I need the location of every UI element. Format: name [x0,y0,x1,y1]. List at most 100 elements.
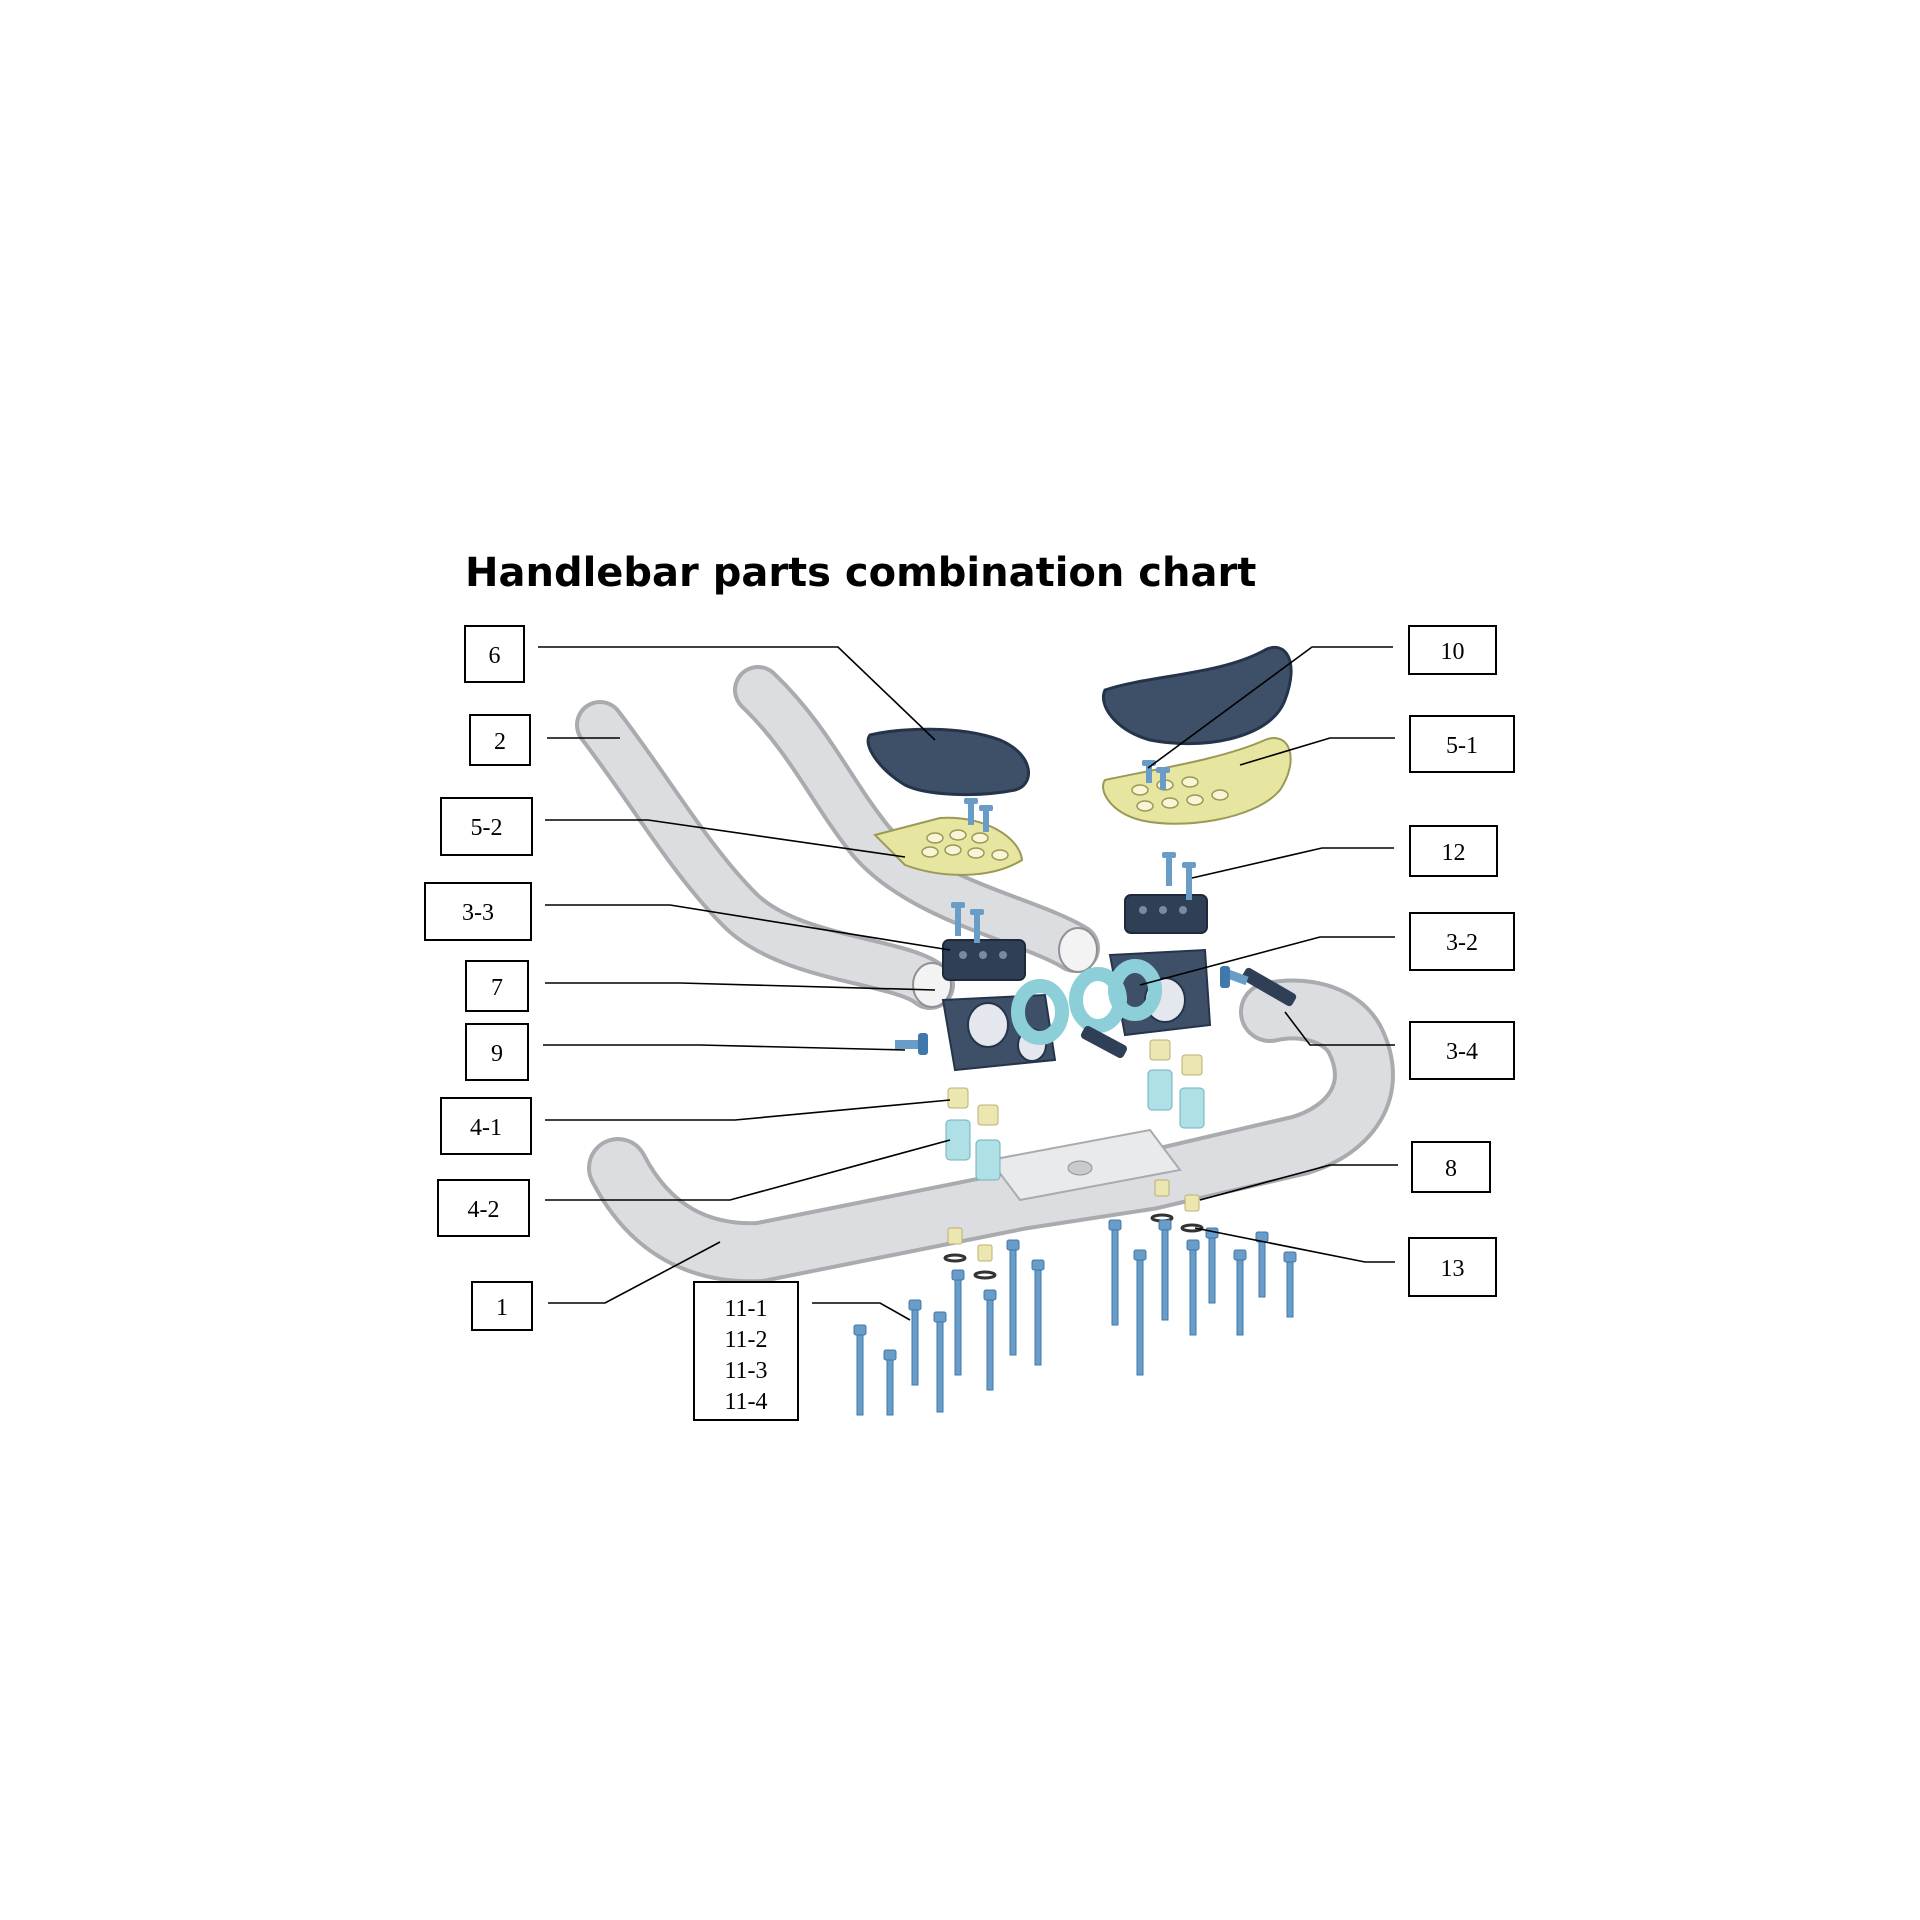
right-extension-end [1058,927,1098,973]
long-bolt-head [1133,1249,1147,1261]
callout-3-2: 3-2 [1409,912,1515,971]
leader-3-2 [1139,936,1395,986]
long-bolt-head [1031,1259,1045,1271]
leader-10 [1147,646,1393,769]
left-pad-plate [873,816,1024,876]
right-extension-bar-part [733,665,1100,973]
leader-13 [1194,1227,1395,1263]
callout-11: 11-1 11-2 11-3 11-4 [693,1281,799,1421]
long-bolt-shaft [1034,1269,1042,1366]
left-arm-pad [866,727,1030,797]
long-bolt-shaft [1286,1261,1294,1318]
leader-5-2 [545,819,906,858]
long-bolt-head [951,1269,965,1281]
callout-4-1: 4-1 [440,1097,532,1155]
right-extension-body [737,669,1096,969]
long-bolt-head [983,1289,997,1301]
long-bolt-head [1283,1251,1297,1263]
callout-label: 5-2 [471,815,503,841]
leader-7 [545,982,936,991]
pad-bolts [951,760,1196,943]
callout-3-4: 3-4 [1409,1021,1515,1080]
callout-label: 10 [1441,639,1465,665]
callout-9: 9 [465,1023,529,1081]
long-bolt-shaft [856,1334,864,1416]
leader-4-1 [545,1099,951,1121]
leader-3-4 [1284,1011,1395,1046]
leader-lines [538,646,1398,1321]
callout-5-1: 5-1 [1409,715,1515,773]
callout-label: 1 [496,1295,508,1321]
left-spacers [945,1087,1001,1181]
callout-label: 8 [1445,1156,1457,1182]
long-bolt-head [853,1324,867,1336]
long-bolt-head [1186,1239,1200,1251]
long-bolt-head [1158,1219,1172,1231]
right-clamp-top [1124,894,1208,934]
callout-5-2: 5-2 [440,797,533,856]
callout-label: 11-3 [724,1358,767,1384]
callout-label: 3-3 [462,900,494,926]
long-bolt-head [933,1311,947,1323]
long-bolt-shaft [911,1309,919,1386]
base-bar-center-hole [1067,1160,1093,1176]
left-extension-bar-part [575,700,955,1010]
side-bolt-left [895,1033,928,1055]
long-bolt-shaft [936,1321,944,1413]
long-bolt-head [1233,1249,1247,1261]
long-bolt-head [908,1299,922,1311]
leader-8 [1199,1164,1398,1201]
callout-label: 4-1 [470,1115,502,1141]
callout-10: 10 [1408,625,1497,675]
long-bolt-shaft [1258,1241,1266,1298]
callout-6: 6 [464,625,525,683]
leader-4-2 [545,1139,951,1201]
callout-2: 2 [469,714,531,766]
right-arm-pad [1102,646,1293,746]
leader-6 [538,646,936,741]
callout-label: 11-4 [724,1389,767,1415]
callout-label: 11-2 [724,1327,767,1353]
callout-label: 12 [1442,840,1466,866]
long-bolt-shaft [954,1279,962,1376]
left-extension-end [912,962,952,1008]
callout-8: 8 [1411,1141,1491,1193]
right-spacers [1147,1039,1205,1129]
callout-label: 2 [494,729,506,755]
long-bolt-shaft [1236,1259,1244,1336]
callout-3-3: 3-3 [424,882,532,941]
long-bolt-shaft [886,1359,894,1416]
callout-label: 5-1 [1446,733,1478,759]
callout-7: 7 [465,960,529,1012]
long-bolt-shaft [986,1299,994,1391]
callout-label: 4-2 [468,1197,500,1223]
long-bolt-head [883,1349,897,1361]
callout-label: 7 [491,975,503,1001]
leader-11 [812,1302,911,1321]
long-bolt-head [1108,1219,1122,1231]
base-bar-body [591,982,1391,1280]
callout-13: 13 [1408,1237,1497,1297]
leader-12 [1191,847,1394,879]
side-bolt-right [1220,966,1249,988]
left-clamp-body [941,993,1057,1072]
callout-label: 6 [489,643,501,669]
right-small-bar-3-4 [1241,967,1297,1007]
lower-sleeves [947,1179,1200,1262]
leader-9 [543,1044,906,1051]
long-bolt-shaft [1208,1237,1216,1304]
right-pad-plate [1102,737,1292,825]
callout-12: 12 [1409,825,1498,877]
base-bar-part [587,978,1395,1284]
connector-rings [1011,959,1162,1045]
long-bolt-shaft [1189,1249,1197,1336]
callout-label: 13 [1441,1256,1465,1282]
long-bolt-shaft [1111,1229,1119,1326]
callout-4-2: 4-2 [437,1179,530,1237]
callout-label: 3-2 [1446,930,1478,956]
callout-label: 3-4 [1446,1039,1478,1065]
leader-1 [548,1241,721,1304]
long-bolt-shaft [1161,1229,1169,1321]
left-extension-body [579,704,951,1006]
